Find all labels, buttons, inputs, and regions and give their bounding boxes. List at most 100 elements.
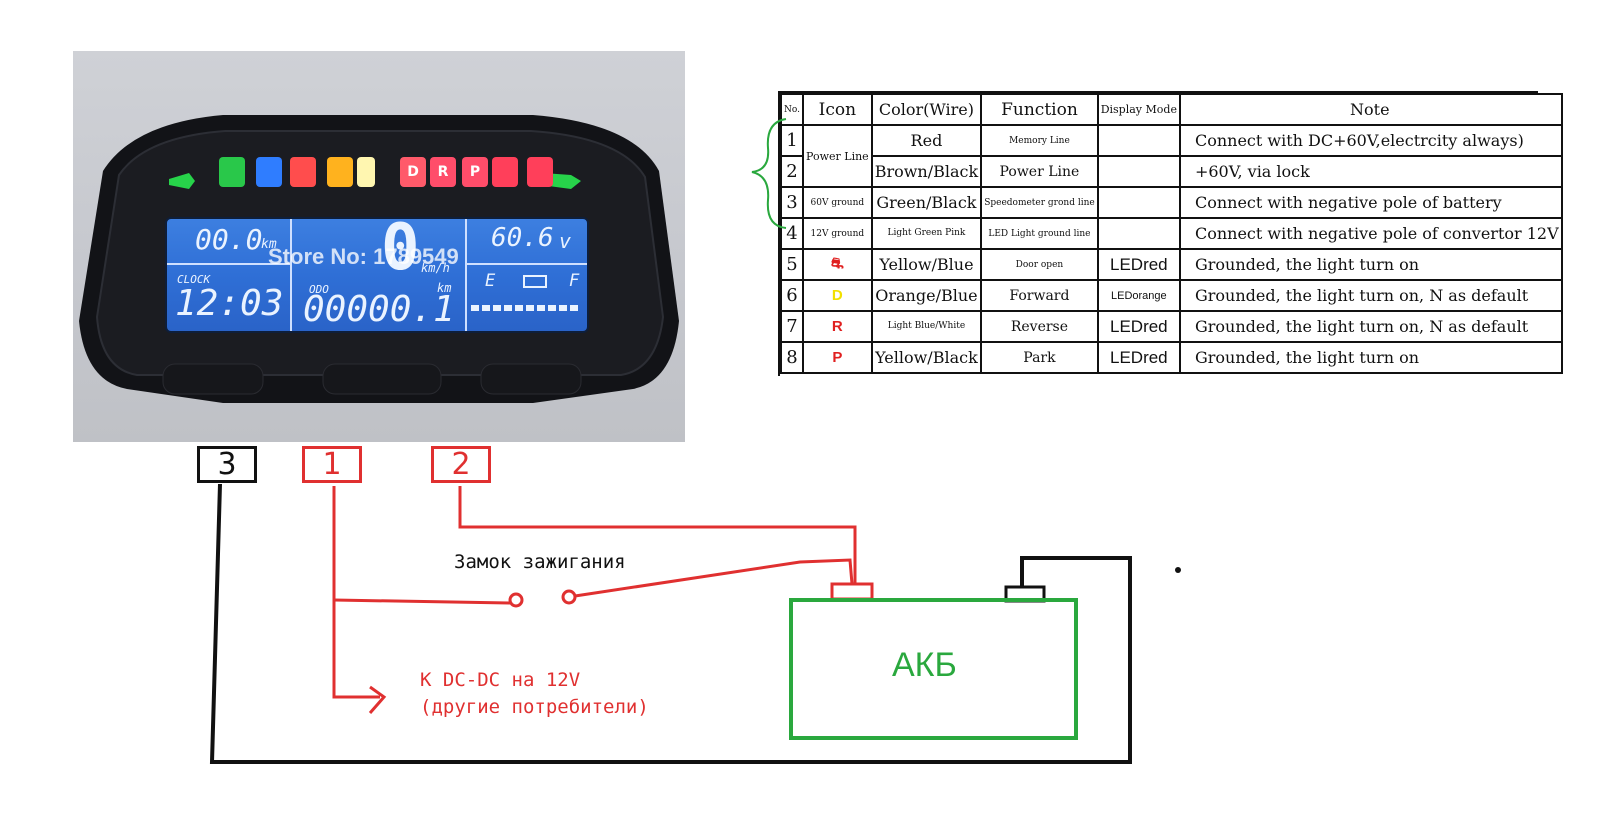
- arrow-icon: [368, 685, 387, 714]
- odometer-value: 00000.1: [303, 289, 455, 330]
- header-color: Color(Wire): [870, 93, 983, 126]
- row-note: Grounded, the light turn on, N as defaul…: [1178, 310, 1563, 343]
- lamp-indicator-3: [290, 157, 316, 187]
- row-note: Connect with negative pole of battery: [1178, 186, 1563, 219]
- fuel-segment: [482, 305, 490, 311]
- row-no: 8: [780, 341, 804, 374]
- row-display: LEDorange: [1096, 279, 1181, 312]
- voltage-unit: v: [559, 229, 572, 253]
- header-function: Function: [980, 93, 1099, 126]
- lamp-indicator-1: [219, 157, 245, 187]
- dc-dc-label-line-1: К DC-DC на 12V: [420, 669, 581, 691]
- table-header-row: No. Icon Color(Wire) Function Display Mo…: [780, 93, 1563, 126]
- fuel-segment: [548, 305, 556, 311]
- row-no: 3: [780, 186, 804, 219]
- header-icon: Icon: [802, 93, 873, 126]
- header-no: No.: [780, 93, 804, 126]
- clock-label: CLOCK: [177, 273, 211, 286]
- lcd-divider: [290, 219, 292, 331]
- row-icon: 12V ground: [802, 217, 873, 250]
- lamp-park-p: P: [462, 157, 488, 187]
- row-color: Yellow/Blue: [870, 248, 983, 281]
- row-no: 4: [780, 217, 804, 250]
- row-no: 6: [780, 279, 804, 312]
- header-display-mode: Display Mode: [1096, 93, 1181, 126]
- ignition-contact: [508, 592, 524, 608]
- stray-dot: [1175, 567, 1181, 573]
- lcd-screen: 00.0 km CLOCK 12:03 0 km/h ODO km 00000.…: [165, 211, 589, 333]
- fuel-segment: [537, 305, 545, 311]
- lcd-divider: [167, 263, 290, 265]
- row-color: Yellow/Black: [870, 341, 983, 374]
- row-note: Connect with DC+60V,electrcity always): [1178, 124, 1563, 157]
- fuel-empty-label: E: [485, 271, 496, 291]
- row-function: Reverse: [980, 310, 1099, 343]
- ignition-contact: [561, 589, 577, 605]
- row-color: Light Blue/White: [870, 310, 983, 343]
- row-color: Brown/Black: [870, 155, 983, 188]
- trip-value: 00.0: [195, 223, 263, 256]
- row-no: 1: [780, 124, 804, 157]
- ignition-label: Замок зажигания: [454, 551, 626, 573]
- dashboard-photo: D R P 00.0 km CLOCK 12:03 0 km/h ODO km …: [73, 51, 685, 442]
- battery-icon: [523, 275, 547, 288]
- row-note: +60V, via lock: [1178, 155, 1563, 188]
- speed-value: 0: [381, 211, 420, 285]
- lcd-divider: [465, 219, 467, 331]
- table-row: 5 ⛐ Yellow/Blue Door open LEDred Grounde…: [780, 248, 1563, 281]
- fuel-segment: [515, 305, 523, 311]
- row-function: Door open: [980, 248, 1099, 281]
- row-function: Park: [980, 341, 1099, 374]
- row-display: LEDred: [1096, 341, 1181, 374]
- table-row: 3 60V ground Green/Black Speedometer gro…: [780, 186, 1563, 219]
- battery: [789, 598, 1078, 740]
- fuel-segment: [526, 305, 534, 311]
- row-display: LEDred: [1096, 310, 1181, 343]
- ground-wire: [209, 483, 1132, 764]
- table-row: 4 12V ground Light Green Pink LED Light …: [780, 217, 1563, 250]
- dc-dc-label: К DC-DC на 12V (другие потребители): [420, 667, 649, 721]
- lamp-forward-d: D: [400, 157, 426, 187]
- row-display: LEDred: [1096, 248, 1181, 281]
- fuel-full-label: F: [569, 271, 580, 291]
- table-row: 7 R Light Blue/White Reverse LEDred Grou…: [780, 310, 1563, 343]
- wire-to-ignition: [333, 598, 512, 605]
- lamp-indicator-5: [357, 157, 375, 187]
- battery-positive-terminal: [830, 582, 874, 601]
- table-row: 1 Power Line Red Memory Line Connect wit…: [780, 124, 1563, 188]
- row-no: 2: [780, 155, 804, 188]
- table-row: 6 D Orange/Blue Forward LEDorange Ground…: [780, 279, 1563, 312]
- row-icon: Power Line: [802, 124, 873, 188]
- forward-d-icon: D: [802, 279, 873, 312]
- trip-unit: km: [261, 237, 277, 252]
- fuel-segment: [559, 305, 567, 311]
- row-display: [1096, 186, 1181, 219]
- lamp-indicator-4: [327, 157, 353, 187]
- label-box-3: 3: [197, 446, 257, 483]
- reverse-r-icon: R: [802, 310, 873, 343]
- park-p-icon: P: [802, 341, 873, 374]
- lamp-warning-triangle: [527, 157, 553, 187]
- odo-label: ODO: [309, 283, 329, 296]
- wire-2: [458, 486, 857, 584]
- row-no: 5: [780, 248, 804, 281]
- row-display: [1096, 155, 1181, 188]
- row-color: Red: [870, 124, 983, 157]
- lcd-divider: [467, 263, 587, 265]
- dc-dc-label-line-2: (другие потребители): [420, 696, 649, 718]
- wire-ignition-to-battery: [574, 558, 854, 598]
- row-icon: 60V ground: [802, 186, 873, 219]
- row-function: LED Light ground line: [980, 217, 1099, 250]
- wire-1: [332, 486, 380, 699]
- battery-label: АКБ: [892, 646, 957, 684]
- row-color: Light Green Pink: [870, 217, 983, 250]
- row-function: Power Line: [980, 155, 1099, 188]
- clock-value: 12:03: [175, 283, 284, 324]
- row-color: Orange/Blue: [870, 279, 983, 312]
- row-no: 7: [780, 310, 804, 343]
- lamp-reverse-r: R: [430, 157, 456, 187]
- label-box-2: 2: [431, 446, 491, 483]
- fuel-segment: [471, 305, 479, 311]
- wiring-table: No. Icon Color(Wire) Function Display Mo…: [778, 91, 1563, 376]
